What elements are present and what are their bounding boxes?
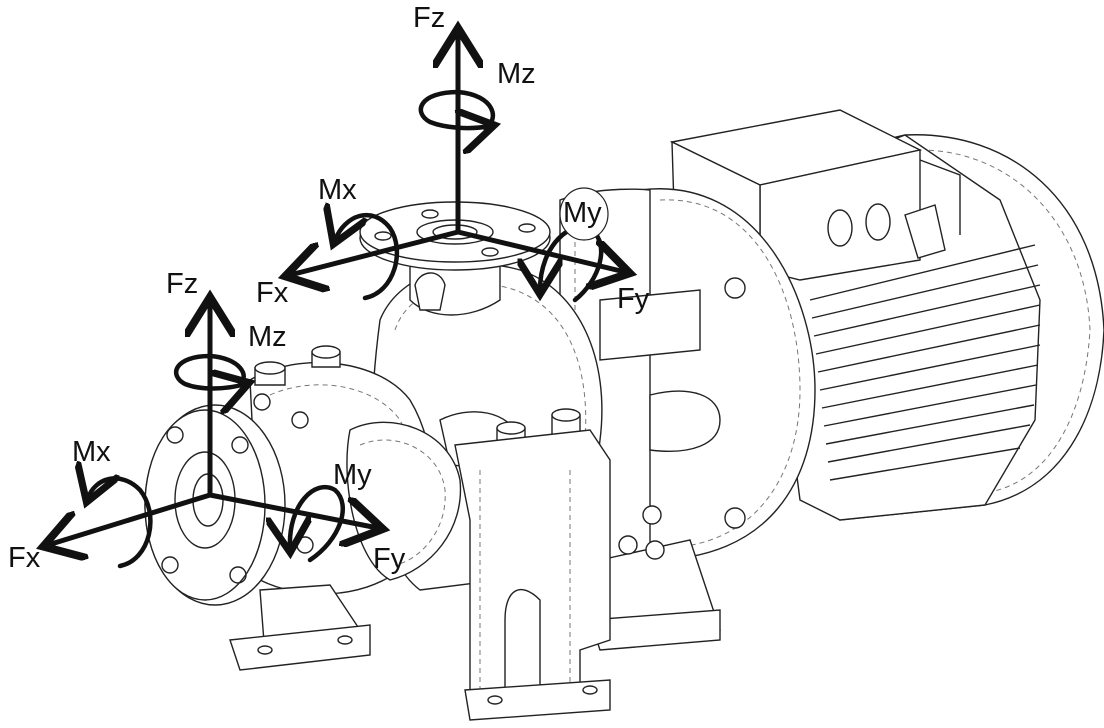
label-suction-mx: Mx xyxy=(72,436,111,468)
mz-arrow xyxy=(173,353,245,389)
mx-arrow xyxy=(335,215,400,301)
label-suction-fz: Fz xyxy=(166,268,198,300)
label-top-fz: Fz xyxy=(413,2,445,34)
mx-arrow xyxy=(88,478,153,569)
flange-bolt xyxy=(724,507,746,529)
label-top-fy: Fy xyxy=(617,283,650,315)
my-label-backdrop xyxy=(559,187,609,241)
mz-arrow xyxy=(418,89,493,128)
nameplate xyxy=(599,289,701,361)
label-top-my: My xyxy=(563,197,602,229)
label-suction-mz: Mz xyxy=(248,321,287,353)
window-opening xyxy=(649,390,721,452)
load-labels: Fz Mz Mx Fx My Fy Fz Mz Mx Fx My Fy xyxy=(8,2,650,575)
discharge-nozzle-loads xyxy=(290,33,625,303)
label-suction-fy: Fy xyxy=(373,543,406,575)
pedestal-base xyxy=(464,679,611,721)
pump-pedestal xyxy=(454,429,611,721)
suction-nozzle-loads xyxy=(48,302,378,569)
my-arrow xyxy=(290,484,346,563)
fx-arrow xyxy=(48,492,213,545)
label-suction-fx: Fx xyxy=(8,542,41,574)
motor xyxy=(639,109,1104,561)
flange-bolt xyxy=(724,277,746,299)
motor-flange xyxy=(639,188,816,561)
motor-fins xyxy=(809,244,1041,481)
label-top-mz: Mz xyxy=(497,58,536,90)
label-suction-my: My xyxy=(333,459,372,491)
fx-arrow xyxy=(290,229,461,275)
label-top-mx: Mx xyxy=(318,174,357,206)
label-top-fx: Fx xyxy=(256,277,289,309)
